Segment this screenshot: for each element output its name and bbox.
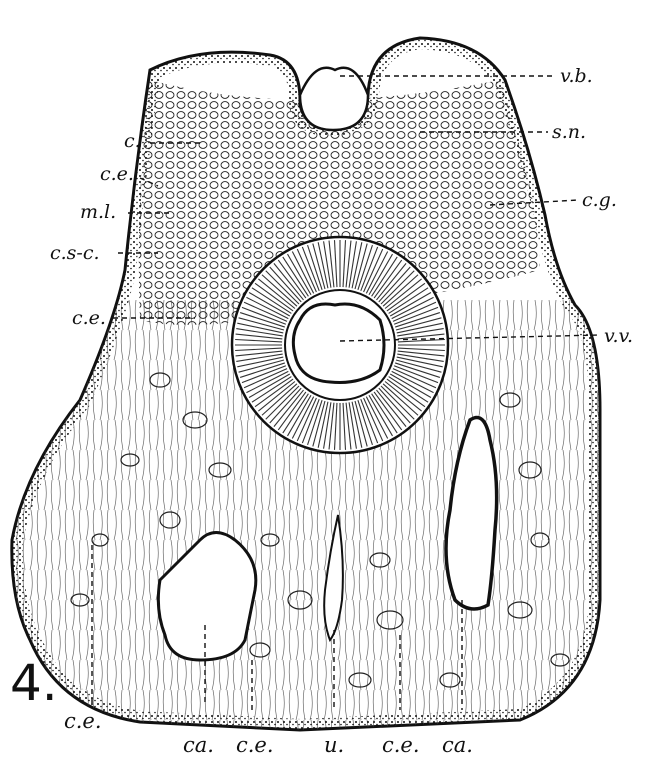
label-ce-left-top: c.e. <box>100 163 134 185</box>
label-cg: c.g. <box>582 189 617 211</box>
label-ca-right: ca. <box>442 733 473 757</box>
label-vv: v.v. <box>604 325 633 347</box>
dorsal-groove <box>300 68 368 130</box>
label-ce-bottom-left: c.e. <box>64 709 102 733</box>
label-u: u. <box>324 733 344 757</box>
label-ce-bottom-3: c.e. <box>382 733 420 757</box>
label-ca-left: ca. <box>183 733 214 757</box>
label-csc: c.s-c. <box>50 242 100 264</box>
label-sn: s.n. <box>552 121 586 143</box>
label-ml: m.l. <box>80 201 116 223</box>
figure-number: 4. <box>10 654 58 712</box>
label-vb: v.b. <box>560 65 593 87</box>
label-ce-bottom-2: c.e. <box>236 733 274 757</box>
label-c: c. <box>124 130 141 152</box>
label-ce-left-mid: c.e. <box>72 307 106 329</box>
central-vessel <box>232 237 448 453</box>
